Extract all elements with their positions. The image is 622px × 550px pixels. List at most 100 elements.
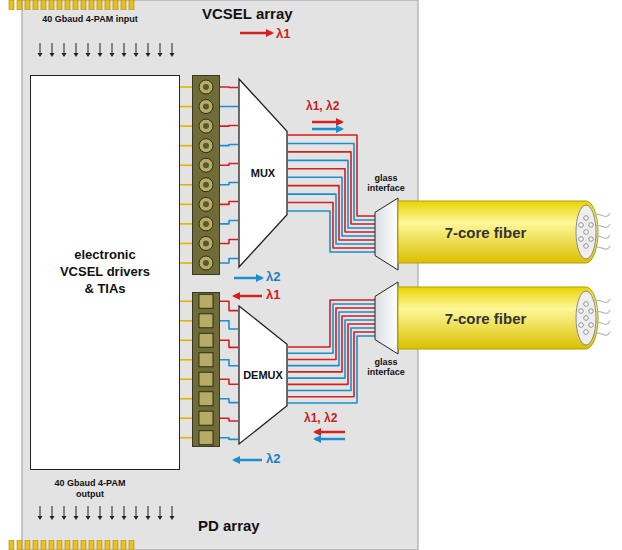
signal-arrow [100,506,101,517]
connector-line [220,301,238,310]
signal-arrow [136,506,137,517]
wavelength-label: λ1 [266,287,280,303]
array-label: VCSEL array [202,5,293,22]
glass-interface: glass interface [375,198,398,270]
connector-line [180,359,192,361]
lambda-arrow [234,295,262,298]
wavelength-label: λ2 [266,451,280,467]
wavelength-label: λ1, λ2 [306,99,339,113]
signal-arrow [112,43,113,54]
signal-arrowhead [158,53,163,57]
multicore-fiber: 7-core fiber [398,200,613,264]
signal-arrowhead [122,516,127,520]
chip-column [192,292,220,447]
connector-line [220,164,238,166]
glass-interface: glass interface [375,282,398,354]
signal-arrowhead [86,516,91,520]
signal-arrowhead [158,516,163,520]
signal-arrowhead [62,516,67,520]
connector-line [220,145,238,146]
connector-line [180,398,192,400]
signal-arrowhead [134,516,139,520]
connector-line [220,418,238,421]
pd-array: PD array [192,292,220,447]
signal-arrow [124,43,125,54]
vcsel-array: VCSEL array [192,75,220,275]
connector-line [180,339,192,341]
signal-arrowhead [122,53,127,57]
connector-line [220,379,238,384]
connector-line [180,223,192,225]
signal-arrow [40,506,41,517]
signal-arrow [148,43,149,54]
connector-line [288,336,375,403]
connector-line [180,378,192,380]
connector-line [220,240,238,244]
connector-line [220,340,238,347]
wavelength-label: λ2 [266,269,280,285]
lambda-arrow [315,431,345,434]
connector-line [288,143,375,220]
wavelength-label: λ1, λ2 [304,411,337,425]
bond-wires [180,301,192,437]
signal-arrowhead [110,53,115,57]
connector-line [180,86,192,88]
bond-wires [180,87,192,263]
signal-arrowhead [110,516,115,520]
signal-arrow [64,43,65,54]
signal-arrowhead [98,53,103,57]
connector-line [180,300,192,302]
signal-arrow [88,506,89,517]
signal-arrowhead [50,516,55,520]
signal-arrowhead [170,53,175,57]
lambda-arrow [234,459,262,462]
signal-arrow [52,43,53,54]
connector-line [288,203,375,248]
signal-arrow [52,506,53,517]
signal-arrow [76,506,77,517]
connector-line [288,332,375,397]
connector-line [288,135,375,216]
mux-label: DEMUX [243,369,283,381]
signal-arrowhead [50,53,55,57]
waveguide-bundle [288,300,375,403]
fiber-label: 7-core fiber [445,224,527,241]
signal-arrowhead [74,516,79,520]
lambda-arrow [315,438,345,441]
signal-arrow [76,43,77,54]
signal-label: 40 Gbaud 4-PAM output [40,478,140,500]
signal-arrow [88,43,89,54]
connector-line [288,211,375,252]
glass-taper [375,282,398,354]
connector-line [220,259,238,264]
signal-arrow [160,506,161,517]
signal-arrowhead [170,516,175,520]
connector-line [180,204,192,206]
connector-line [180,437,192,439]
signal-arrow [172,43,173,54]
signal-arrowhead [86,53,91,57]
waveguide-bundle [288,135,375,252]
signal-arrowhead [38,516,43,520]
connector-line [220,438,238,440]
connector-line [180,262,192,264]
demux-block: DEMUX [238,305,288,445]
fiber-label: 7-core fiber [445,310,527,327]
connector-line [220,183,238,185]
signal-arrowhead [146,516,151,520]
glass-taper [375,198,398,270]
connector-line [180,125,192,127]
driver-chip: electronic VCSEL drivers & TIAs [30,75,180,470]
signal-arrowhead [98,516,103,520]
glass-label: glass interface [359,357,413,378]
wavelength-label: λ1 [276,26,290,42]
signal-arrow [160,43,161,54]
lambda-arrow [234,277,262,280]
connector-line [180,417,192,419]
connector-line [288,328,375,391]
connector-line [220,202,238,205]
connector-line [288,324,375,384]
connector-line [180,320,192,322]
connector-line [220,106,238,108]
